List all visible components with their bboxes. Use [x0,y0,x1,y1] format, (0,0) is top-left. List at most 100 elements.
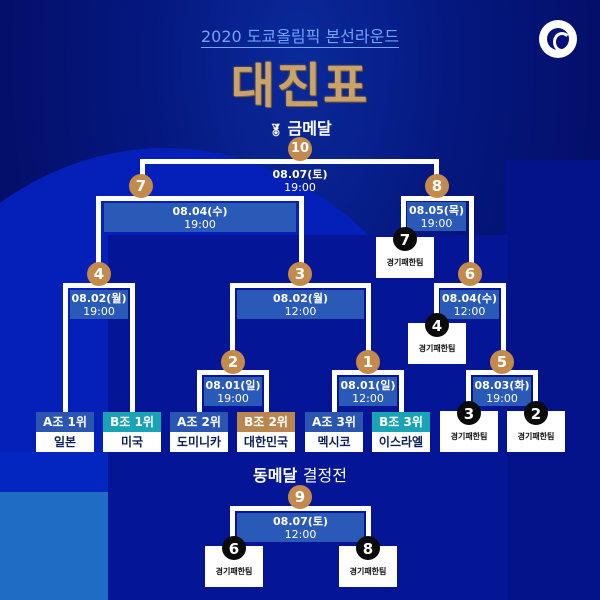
g3-bracket-right [366,283,371,355]
game-1-badge: 1 [356,350,380,374]
game-10-time: 19:00 [284,181,316,194]
loser-game-8-badge: 8 [356,536,380,560]
game-7-time: 19:00 [184,218,216,231]
game-6-time: 12:00 [453,305,486,318]
team-group: A조 1위 [36,412,94,432]
game-7-date: 08.04(수) [172,205,228,218]
g5-bracket-right [533,370,538,413]
game-10-badge: 10 [288,137,312,161]
loser-label: 경기패한팀 [517,432,555,441]
subtitle: 2020 도쿄올림픽 본선라운드 [0,23,600,48]
team-card-mexico: A조 3위 멕시코 [305,412,363,452]
final-bracket-right [434,159,439,181]
team-group: B조 1위 [103,412,161,432]
team-name: 멕시코 [317,435,351,449]
page-title: 대진표 [230,58,370,114]
g6-bracket-left [434,283,439,325]
team-name: 미국 [120,435,144,449]
team-name: 대한민국 [243,435,289,449]
team-card-usa: B조 1위 미국 [103,412,161,452]
game-6-schedule: 08.04(수) 12:00 [440,290,499,319]
team-name: 일본 [53,435,77,449]
game-6-date: 08.04(수) [442,292,497,305]
game-9-badge: 9 [288,485,312,509]
game-7-schedule: 08.04(수) 19:00 [104,203,296,232]
team-card-japan: A조 1위 일본 [36,412,94,452]
team-card-dominican: A조 2위 도미니카 [170,412,228,452]
game-10-date: 08.07(토) [272,168,328,181]
g1-bracket-left [332,370,337,413]
team-card-korea: B조 2위 대한민국 [237,412,295,452]
team-name: 도미니카 [176,435,222,449]
g4-bracket-left [63,283,68,413]
loser-label: 경기패한팀 [418,344,456,353]
game-2-schedule: 08.01(일) 19:00 [204,377,262,406]
game-6-badge: 6 [458,262,482,286]
final-bracket-top [140,159,439,164]
game-3-schedule: 08.02(월) 12:00 [237,290,364,319]
g7-bracket-right [299,196,304,264]
loser-card-game-6: 6 경기패한팀 [205,536,263,587]
gold-medal-label: 🏅︎금메달 [0,115,600,139]
team-group: B조 3위 [372,412,430,432]
g2-bracket-left [197,370,202,413]
game-9-schedule: 08.07(토) 12:00 [237,513,364,542]
game-5-schedule: 08.03(화) 19:00 [473,377,531,406]
loser-card-game-3: 3 경기패한팀 [440,401,498,452]
g8-bracket-top [401,196,474,201]
team-group: A조 3위 [305,412,363,432]
game-9-time: 12:00 [284,528,317,541]
game-3-date: 08.02(월) [273,292,328,305]
game-1-time: 12:00 [352,392,384,405]
final-bracket-left [140,159,145,181]
game-3-badge: 3 [288,262,312,286]
game-5-date: 08.03(화) [474,379,530,392]
game-3-time: 12:00 [284,305,317,318]
bronze-label-light: 결정전 [302,466,347,485]
game-8-schedule: 08.05(목) 19:00 [407,202,466,231]
game-1-date: 08.01(일) [340,379,396,392]
loser-card-game-7: 7 경기패한팀 [376,227,434,278]
g9-bracket-left [230,506,235,546]
game-8-date: 08.05(목) [409,204,464,217]
team-name: 이스라엘 [378,435,424,449]
game-4-time: 19:00 [83,305,115,318]
loser-game-6-badge: 6 [222,536,246,560]
game-4-date: 08.02(월) [71,292,127,305]
gold-label-text: 금메달 [287,119,332,138]
loser-game-4-badge: 4 [425,313,449,337]
g7-bracket-left [96,196,101,264]
loser-card-game-2: 2 경기패한팀 [507,401,565,452]
g7-bracket-top [96,196,304,201]
game-2-time: 19:00 [217,392,249,405]
loser-game-2-badge: 2 [524,401,548,425]
bronze-medal-label: 동메달 결정전 [0,462,600,486]
loser-game-3-badge: 3 [457,401,481,425]
team-group: B조 2위 [237,412,295,432]
g4-bracket-right [130,283,135,413]
g9-bracket-right [366,506,371,546]
bg-block-light [0,492,108,600]
game-2-date: 08.01(일) [205,379,261,392]
g1-bracket-right [399,370,404,413]
g5-bracket-left [466,370,471,413]
loser-label: 경기패한팀 [450,432,488,441]
game-4-schedule: 08.02(월) 19:00 [70,290,128,319]
g3-bracket-left [230,283,235,355]
g8-bracket-right [469,196,474,264]
loser-label: 경기패한팀 [386,258,424,267]
loser-card-game-8: 8 경기패한팀 [339,536,397,587]
subtitle-text: 2020 도쿄올림픽 본선라운드 [200,27,400,48]
team-card-israel: B조 3위 이스라엘 [372,412,430,452]
loser-game-7-badge: 7 [393,227,417,251]
game-5-badge: 5 [490,350,514,374]
game-9-date: 08.07(토) [273,515,328,528]
game-1-schedule: 08.01(일) 12:00 [339,377,397,406]
team-group: A조 2위 [170,412,228,432]
g2-bracket-right [264,370,269,413]
g6-bracket-right [501,283,506,355]
game-5-time: 19:00 [486,392,518,405]
game-2-badge: 2 [221,350,245,374]
loser-card-game-4: 4 경기패한팀 [408,313,466,364]
loser-label: 경기패한팀 [215,567,253,576]
